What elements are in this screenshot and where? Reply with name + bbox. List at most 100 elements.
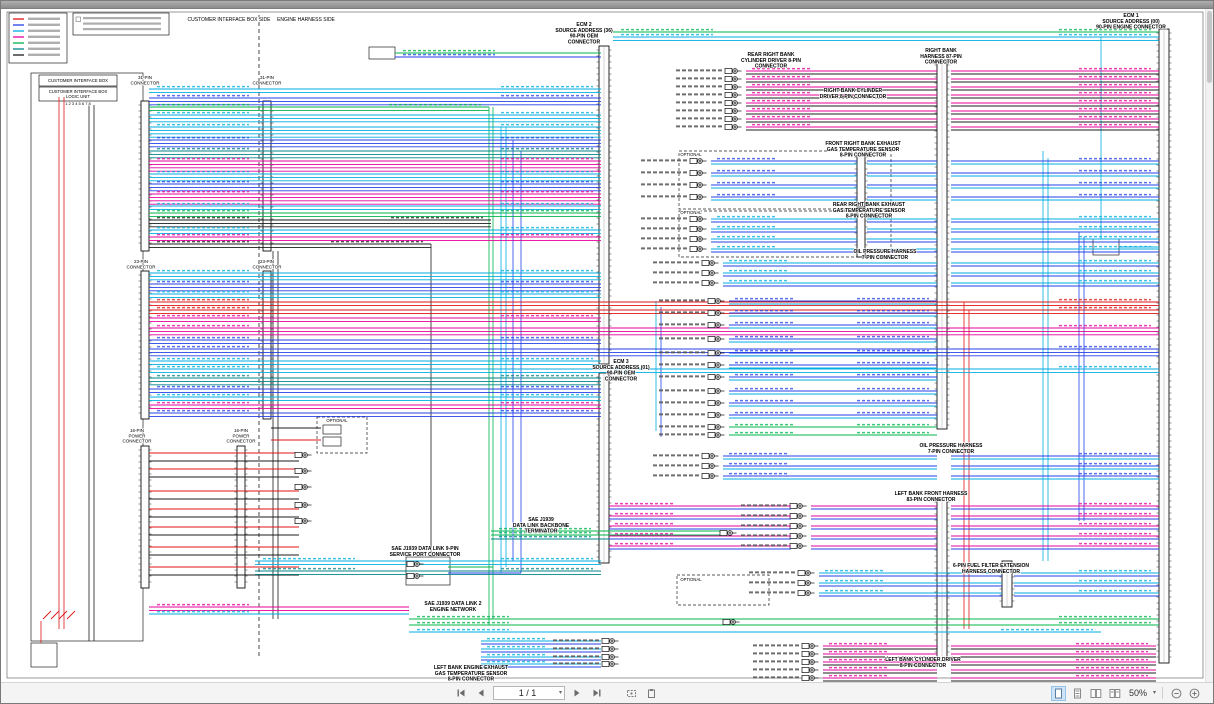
first-page-icon (457, 689, 465, 697)
connector-plug (732, 84, 738, 90)
clipboard-button[interactable] (643, 686, 659, 701)
wire (66, 610, 76, 620)
connector-strip (140, 100, 150, 252)
zoom-out-icon (1171, 688, 1181, 698)
diagram-label: 1 2 3 4 5 6 7 8 (65, 101, 91, 106)
connector-plug (707, 350, 716, 356)
connector-plug (801, 651, 810, 657)
next-page-button[interactable] (569, 686, 585, 701)
connector-plug (302, 484, 308, 490)
connector-strip (856, 210, 866, 258)
connector-plug (707, 412, 716, 418)
window-titlebar (1, 1, 1213, 9)
connector-plug (733, 109, 737, 113)
connector-plug (715, 350, 721, 356)
connector-plug (689, 182, 698, 188)
connector-strip (262, 270, 272, 420)
zoom-in-button[interactable] (1187, 686, 1201, 701)
note-text-bar (83, 17, 161, 20)
diagram-box (72, 12, 170, 36)
page-number-input[interactable] (496, 688, 559, 698)
continuous-view-button[interactable] (1070, 686, 1085, 701)
diagram-label: CONNECTOR (568, 39, 601, 45)
diagram-label: LOGIC UNIT (66, 94, 90, 99)
connector-plug (797, 503, 803, 509)
diagram-box (38, 74, 118, 87)
connector-plug (716, 389, 720, 393)
connector-plug (716, 433, 720, 437)
connector-plug (709, 260, 715, 266)
connector-strip (262, 100, 272, 252)
diagram-label: 8-PIN CONNECTOR (448, 677, 495, 683)
connector-plug (801, 643, 810, 649)
prev-page-icon (478, 689, 484, 697)
connector-plug (698, 227, 702, 231)
page-dropdown-caret-icon[interactable]: ▾ (558, 690, 562, 696)
optional-group-box (678, 150, 892, 210)
diagram-label: 83-PIN CONNECTOR (906, 497, 955, 503)
zoom-level[interactable]: 50% (1128, 688, 1147, 698)
connector-plug (798, 534, 802, 538)
connector-plug (697, 158, 703, 164)
legend-text-bar (28, 23, 60, 26)
connector-plug (294, 452, 303, 458)
connector-plug (724, 108, 733, 114)
legend-text-bar (28, 35, 60, 38)
legend-text-bar (28, 41, 60, 44)
connector-plug (710, 261, 714, 265)
connector-plug (805, 580, 811, 586)
scrollbar-thumb[interactable] (1207, 11, 1212, 83)
first-page-button[interactable] (453, 686, 469, 701)
connector-plug (302, 468, 308, 474)
diagram-label: CONNECTOR (925, 60, 958, 66)
diagram-label: SOURCE ADDRESS (01) (592, 365, 650, 371)
connector-plug (414, 561, 420, 567)
diagram-label: OPTIONAL (680, 152, 702, 157)
diagram-label: 23-PIN (134, 259, 148, 264)
connector-plug (609, 646, 615, 652)
connector-plug (610, 639, 614, 643)
connector-plug (697, 246, 703, 252)
diagram-label: ENGINE NETWORK (430, 607, 477, 613)
bottom-toolbar: ▾ (1, 682, 1213, 703)
connector-plug (414, 573, 420, 579)
connector-plug (701, 453, 710, 459)
diagram-box (322, 436, 342, 447)
connector-plug (698, 159, 702, 163)
diagram-label: CONNECTOR (755, 64, 788, 70)
connector-plug (302, 518, 308, 524)
connector-plug (697, 194, 703, 200)
connector-plug (810, 668, 814, 672)
prev-page-button[interactable] (473, 686, 489, 701)
diagram-label: TERMINATOR (525, 529, 558, 535)
page-number-box: ▾ (493, 686, 565, 700)
continuous-facing-view-button[interactable] (1108, 686, 1123, 701)
single-page-view-button[interactable] (1050, 685, 1066, 701)
connector-plug (797, 523, 803, 529)
connector-plug (809, 667, 815, 673)
facing-pages-view-button[interactable] (1089, 686, 1104, 701)
diagram-box (322, 424, 342, 435)
diagram-label: GAS TEMPERATURE SENSOR (827, 147, 900, 153)
diagram-label: 7-PIN CONNECTOR (928, 449, 975, 455)
diagram-label: SAE J1939 DATA LINK 9-PIN (391, 546, 459, 552)
diagram-label: OPTIONAL (680, 210, 702, 215)
connector-plug (710, 281, 714, 285)
snapshot-icon (626, 689, 636, 697)
connector-plug (609, 654, 615, 660)
snapshot-button[interactable] (623, 686, 639, 701)
vertical-scrollbar[interactable] (1205, 9, 1213, 684)
connector-plug (294, 468, 303, 474)
zoom-out-button[interactable] (1169, 686, 1183, 701)
connector-plug (715, 298, 721, 304)
zoom-dropdown-caret-icon[interactable]: ▾ (1152, 690, 1156, 696)
diagram-label: SAE J1939 DATA LINK 2 (424, 601, 481, 607)
connector-plug (728, 531, 732, 535)
connector-plug (797, 513, 803, 519)
last-page-button[interactable] (589, 686, 605, 701)
connector-plug (801, 667, 810, 673)
diagram-label: CUSTOMER INTERFACE BOX (49, 89, 108, 94)
diagram-label: ECM 3 (613, 359, 629, 365)
connector-plug (709, 270, 715, 276)
